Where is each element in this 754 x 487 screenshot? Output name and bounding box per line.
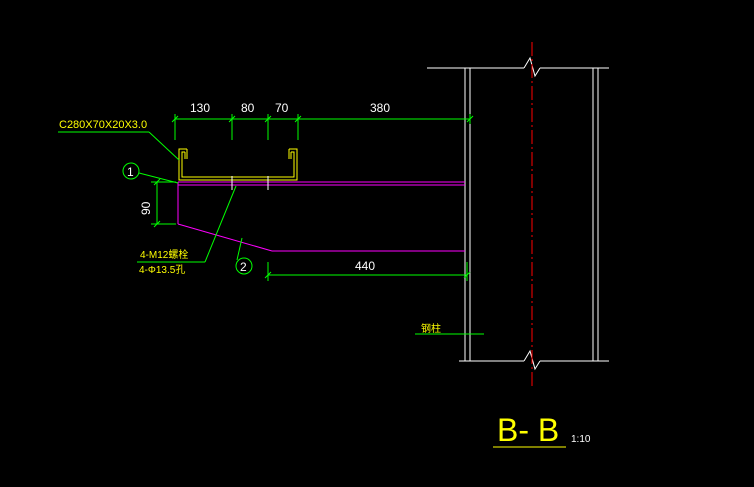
steel-column	[427, 56, 609, 371]
dim-440-label: 440	[355, 259, 375, 273]
section-title: B- B	[497, 412, 559, 448]
hole-spec-label: 4-Φ13.5孔	[139, 264, 185, 276]
dimension-lines	[151, 114, 474, 281]
dim-90-label: 90	[139, 201, 153, 215]
scale-label: 1:10	[571, 434, 591, 445]
leader-lines	[58, 131, 484, 335]
dim-380-label: 380	[370, 101, 390, 115]
callout-2-circle	[235, 257, 253, 275]
dim-80-label: 80	[241, 101, 255, 115]
bolts	[231, 176, 269, 190]
dim-70-label: 70	[275, 101, 289, 115]
bolt-spec-label: 4-M12螺栓	[140, 248, 188, 261]
bracket-plate	[177, 181, 465, 252]
callout-1-circle	[122, 162, 140, 180]
column-label: 钢柱	[421, 322, 441, 335]
callout-1-number: 1	[127, 165, 134, 179]
dim-130-label: 130	[190, 101, 210, 115]
callout-2-number: 2	[240, 260, 247, 274]
c-purlin	[178, 148, 298, 181]
purlin-spec-label: C280X70X20X3.0	[59, 119, 147, 131]
